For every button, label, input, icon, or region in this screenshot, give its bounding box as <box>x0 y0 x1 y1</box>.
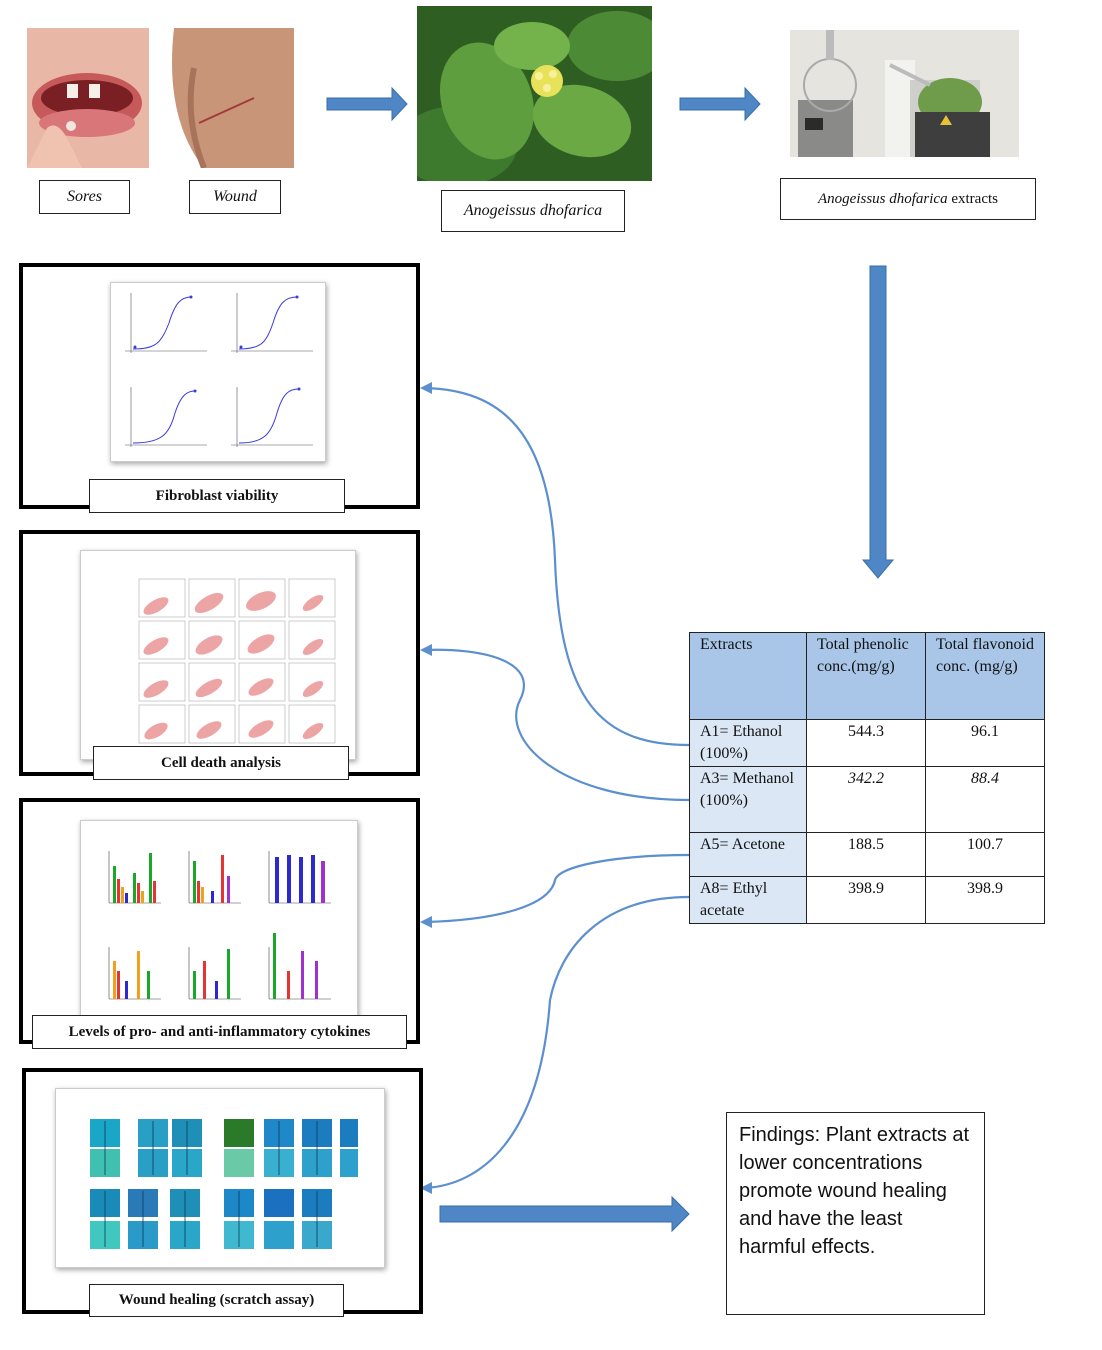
table-row: A3= Methanol (100%) 342.2 88.4 <box>689 766 1045 833</box>
arrowhead-icon <box>420 382 432 394</box>
cell-death-thumbnail <box>80 550 356 760</box>
table-header-cell: Total phenolic conc.(mg/g) <box>806 632 926 720</box>
connector-curve <box>424 853 690 924</box>
table-row: A1= Ethanol (100%) 544.3 96.1 <box>689 719 1045 767</box>
table-cell-extract: A5= Acetone <box>689 832 807 877</box>
table-cell-phenolic: 544.3 <box>806 719 926 767</box>
plant-label-text: Anogeissus dhofarica <box>463 202 603 219</box>
extraction-photo <box>790 30 1019 157</box>
table-header-cell: Total flavonoid conc. (mg/g) <box>925 632 1045 720</box>
extracts-label-suffix: extracts <box>947 190 998 207</box>
plant-label: Anogeissus dhofarica <box>441 190 625 232</box>
arrow-right-icon <box>326 86 408 122</box>
arrow-down-icon <box>861 265 895 579</box>
wound-healing-title-text: Wound healing (scratch assay) <box>118 1292 315 1308</box>
sores-label-text: Sores <box>67 188 102 205</box>
table-row: A5= Acetone 188.5 100.7 <box>689 832 1045 877</box>
arrow-right-icon <box>679 86 761 122</box>
table-cell-phenolic: 398.9 <box>806 876 926 924</box>
table-cell-phenolic: 342.2 <box>806 766 926 833</box>
findings-box: Findings: Plant extracts at lower concen… <box>726 1112 985 1315</box>
arrowhead-icon <box>420 644 432 656</box>
table-cell-flavonoid: 100.7 <box>925 832 1045 877</box>
table-cell-flavonoid: 96.1 <box>925 719 1045 767</box>
table-cell-extract: A8= Ethyl acetate <box>689 876 807 924</box>
wound-label-text: Wound <box>213 188 257 205</box>
cytokines-thumbnail <box>80 820 358 1020</box>
cell-death-title: Cell death analysis <box>93 746 349 780</box>
table-cell-phenolic: 188.5 <box>806 832 926 877</box>
arrowhead-icon <box>420 1182 432 1194</box>
sores-label: Sores <box>39 180 130 214</box>
wound-photo <box>164 28 294 168</box>
connector-curve <box>424 648 690 802</box>
cytokines-title: Levels of pro- and anti-inflammatory cyt… <box>32 1015 407 1049</box>
table-header-cell: Extracts <box>689 632 807 720</box>
connector-curve <box>424 895 690 1190</box>
connector-curve <box>424 386 690 747</box>
wound-healing-thumbnail <box>55 1088 385 1268</box>
plant-photo <box>417 6 652 181</box>
table-cell-flavonoid: 398.9 <box>925 876 1045 924</box>
fibroblast-title: Fibroblast viability <box>89 479 345 513</box>
table-header-row: Extracts Total phenolic conc.(mg/g) Tota… <box>689 632 1045 720</box>
wound-label: Wound <box>189 180 281 214</box>
arrow-right-icon <box>439 1195 690 1233</box>
arrowhead-icon <box>420 916 432 928</box>
extracts-label: Anogeissus dhofarica extracts <box>780 178 1036 220</box>
fibroblast-title-text: Fibroblast viability <box>155 487 279 504</box>
sores-photo <box>27 28 149 168</box>
cytokines-title-text: Levels of pro- and anti-inflammatory cyt… <box>68 1023 371 1040</box>
table-cell-extract: A3= Methanol (100%) <box>689 766 807 833</box>
table-row: A8= Ethyl acetate 398.9 398.9 <box>689 876 1045 924</box>
extracts-label-species: Anogeissus dhofarica <box>818 190 948 207</box>
table-cell-flavonoid: 88.4 <box>925 766 1045 833</box>
table-cell-extract: A1= Ethanol (100%) <box>689 719 807 767</box>
findings-text: Findings: Plant extracts at lower concen… <box>739 1124 970 1258</box>
fibroblast-thumbnail <box>110 282 326 462</box>
extracts-table: Extracts Total phenolic conc.(mg/g) Tota… <box>689 632 1045 924</box>
cell-death-title-text: Cell death analysis <box>160 754 281 771</box>
wound-healing-title: Wound healing (scratch assay) <box>89 1284 344 1317</box>
